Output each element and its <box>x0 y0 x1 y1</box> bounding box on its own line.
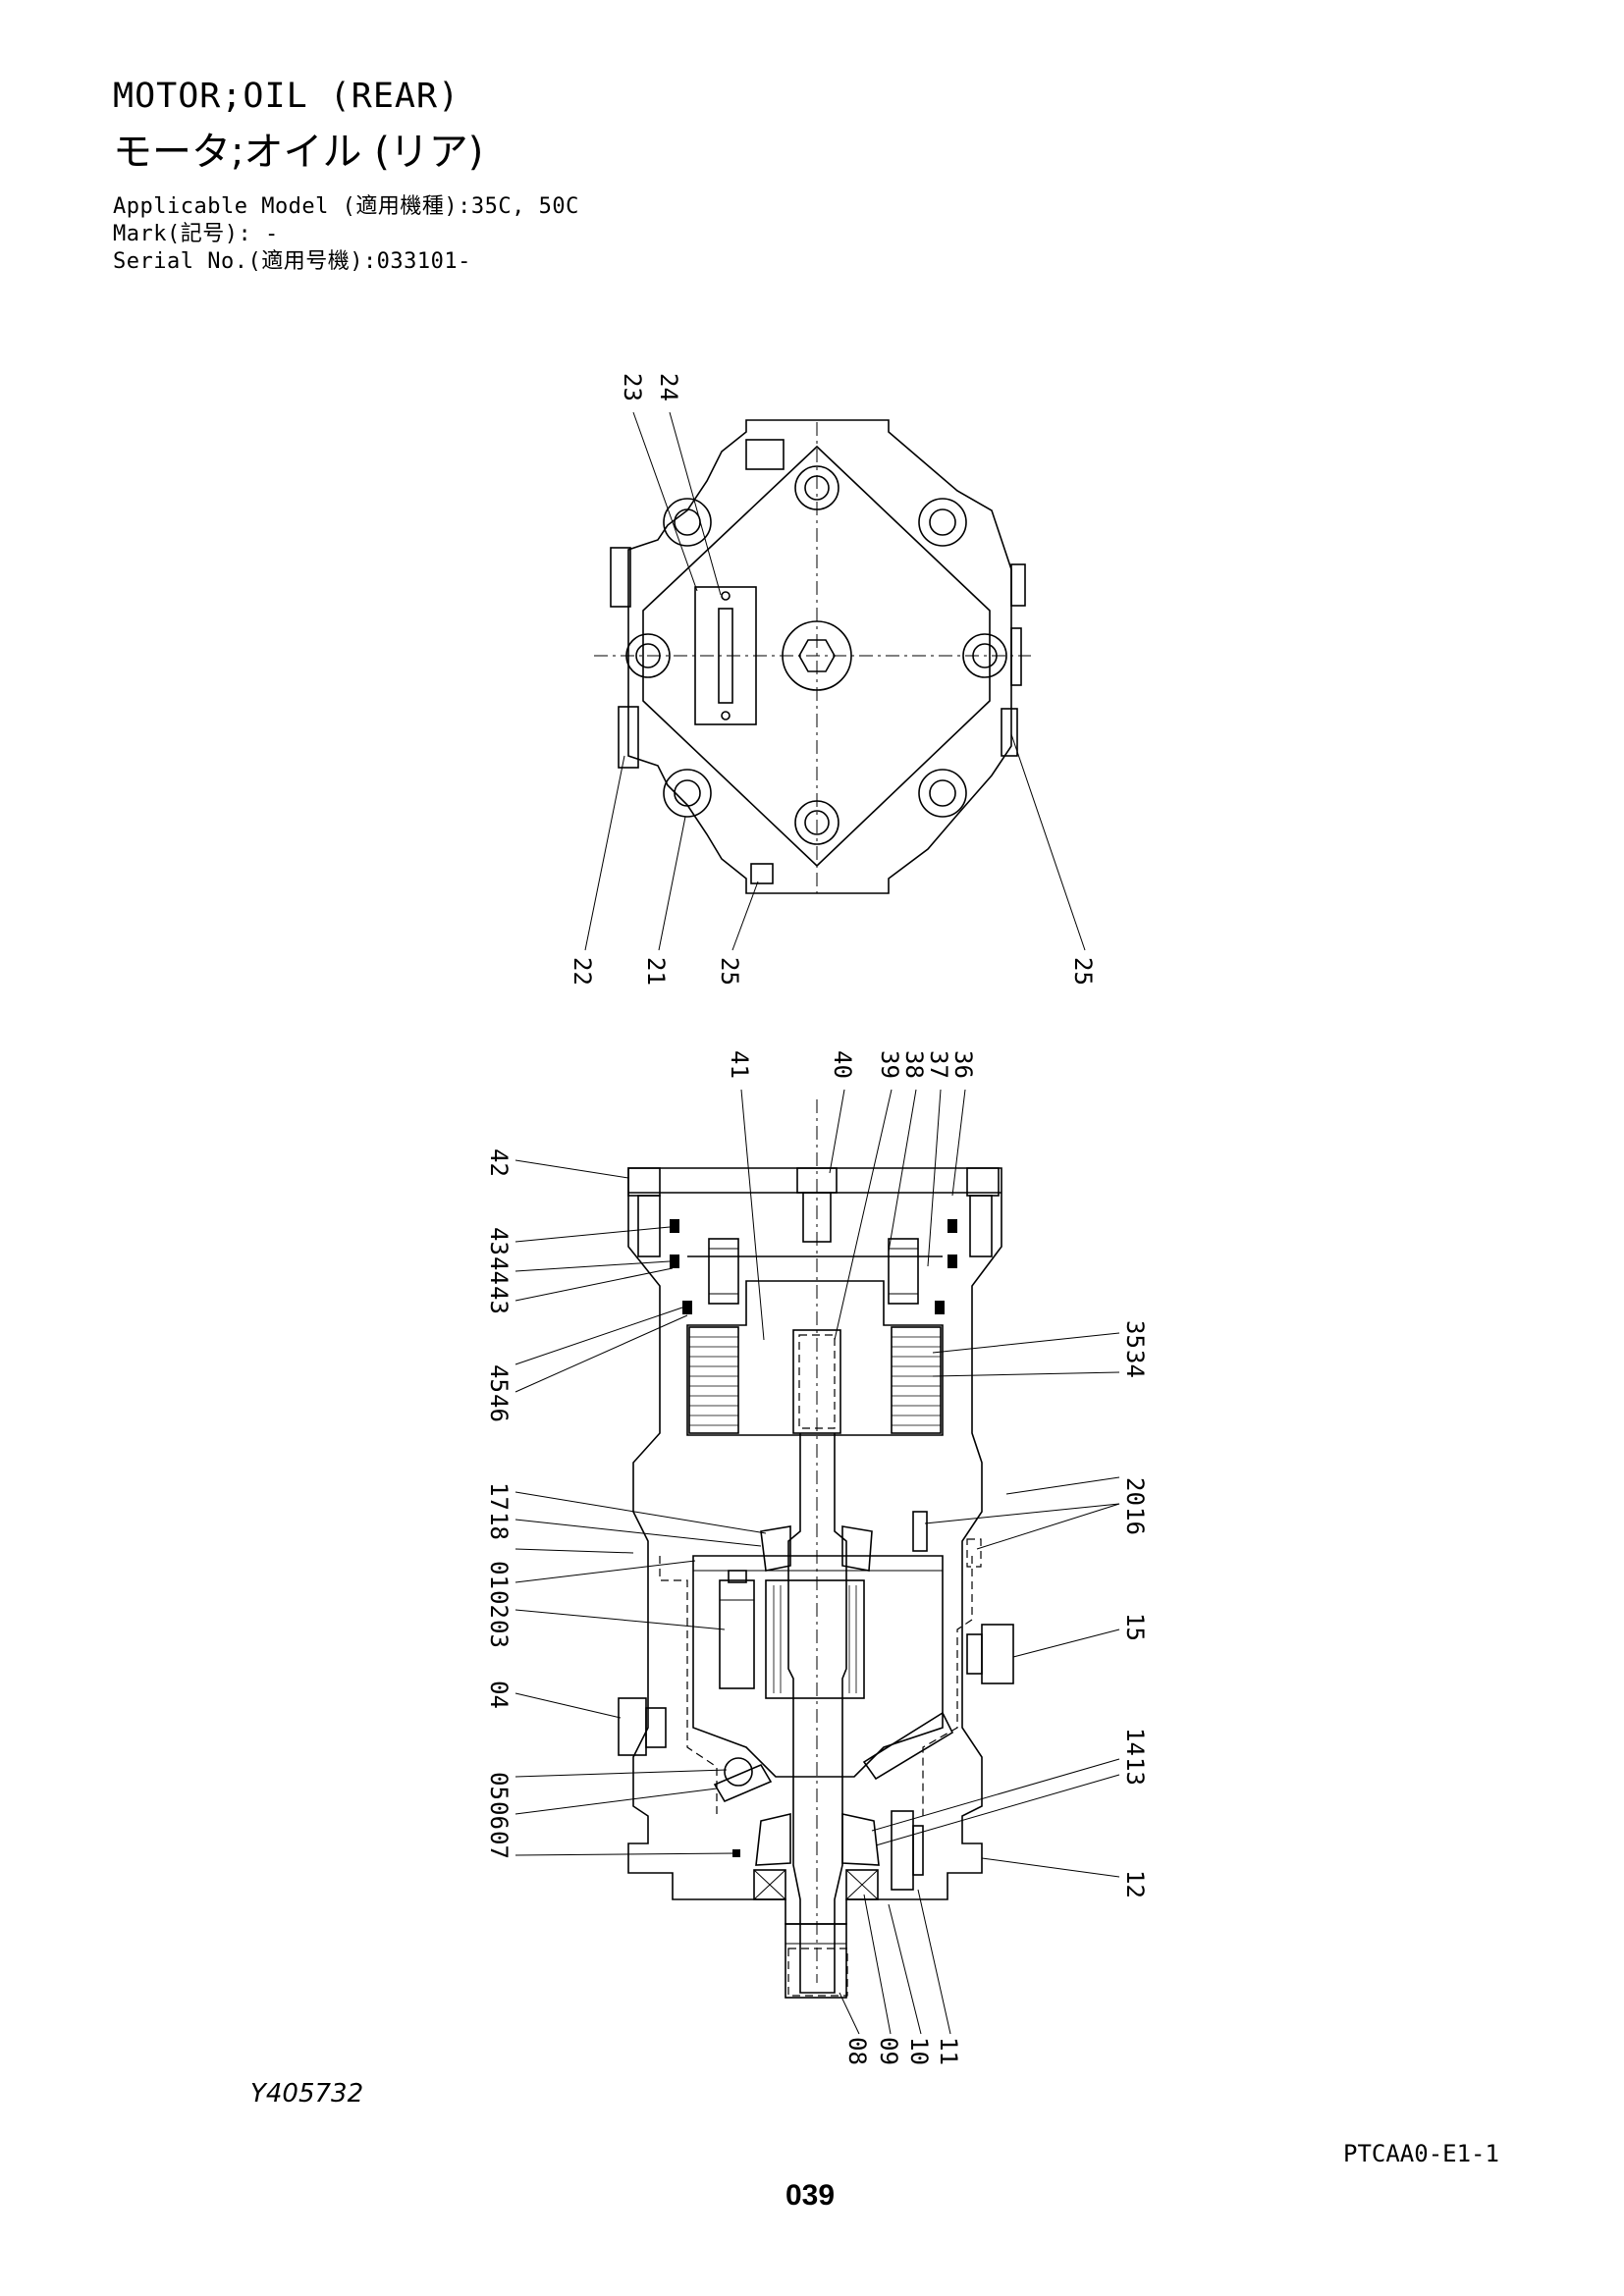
callout-39: 39 <box>876 1050 903 1079</box>
callout-22: 22 <box>568 957 596 986</box>
callout-40: 40 <box>829 1050 856 1079</box>
callout-42: 42 <box>485 1148 513 1177</box>
callout-12: 12 <box>1121 1870 1149 1898</box>
title-english: MOTOR;OIL (REAR) <box>113 77 460 116</box>
callout-41: 41 <box>726 1050 753 1079</box>
callout-44: 44 <box>485 1256 513 1285</box>
callout-16: 16 <box>1121 1507 1149 1535</box>
callout-23: 23 <box>619 373 646 401</box>
callout-07: 07 <box>485 1831 513 1859</box>
callout-14: 14 <box>1121 1728 1149 1756</box>
callout-25-a: 25 <box>716 957 743 986</box>
callout-37: 37 <box>925 1050 952 1079</box>
callout-25-b: 25 <box>1069 957 1097 986</box>
callout-36: 36 <box>949 1050 977 1079</box>
drawing-id: Y405732 <box>250 2079 364 2109</box>
mark: Mark(記号): - <box>113 222 279 246</box>
callout-43-b: 43 <box>485 1286 513 1314</box>
callout-13: 13 <box>1121 1757 1149 1786</box>
callout-21: 21 <box>642 957 670 986</box>
callout-06: 06 <box>485 1801 513 1830</box>
callout-08: 08 <box>843 2037 871 2065</box>
callout-15: 15 <box>1121 1613 1149 1641</box>
callout-02: 02 <box>485 1590 513 1619</box>
motor-top-view: 23 24 22 21 25 25 <box>568 373 1097 986</box>
callout-03: 03 <box>485 1620 513 1648</box>
callout-43-a: 43 <box>485 1227 513 1255</box>
applicable-model: Applicable Model (適用機種):35C, 50C <box>113 194 579 219</box>
callout-18: 18 <box>485 1512 513 1540</box>
page-number: 039 <box>785 2179 836 2212</box>
callout-04: 04 <box>485 1681 513 1709</box>
callout-11: 11 <box>935 2037 962 2065</box>
callout-17: 17 <box>485 1482 513 1511</box>
callout-34: 34 <box>1121 1350 1149 1378</box>
callout-20: 20 <box>1121 1477 1149 1506</box>
callout-46: 46 <box>485 1394 513 1422</box>
callout-05: 05 <box>485 1772 513 1800</box>
callout-09: 09 <box>875 2037 902 2065</box>
callout-24: 24 <box>655 373 682 401</box>
serial-number: Serial No.(適用号機):033101- <box>113 249 471 274</box>
callout-45: 45 <box>485 1364 513 1393</box>
document-code: PTCAA0-E1-1 <box>1343 2140 1499 2167</box>
callout-01: 01 <box>485 1561 513 1589</box>
callout-38: 38 <box>900 1050 928 1079</box>
callout-10: 10 <box>905 2037 933 2065</box>
title-japanese: モータ;オイル (リア) <box>113 130 484 175</box>
callout-35: 35 <box>1121 1320 1149 1349</box>
motor-section-view: 41 40 39 38 37 36 42 43 44 43 45 46 17 1… <box>485 1050 1149 2065</box>
